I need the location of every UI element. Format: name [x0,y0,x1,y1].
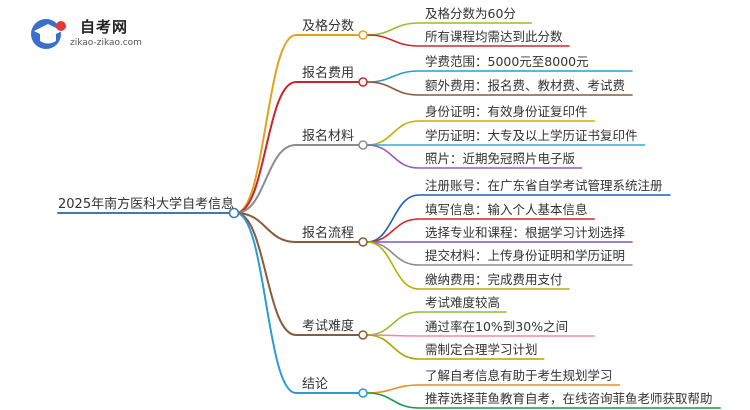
branch-label-process[interactable]: 报名流程 [302,225,354,241]
branch-label-materials[interactable]: 报名材料 [302,128,354,144]
leaf-connector [366,384,420,394]
root-node[interactable] [228,207,240,219]
connector-difficulty [235,212,297,336]
leaf-node-label[interactable]: 推荐选择菲鱼教育自考，在线咨询菲鱼老师获取帮助 [425,391,713,406]
leaf-node-label[interactable]: 及格分数为60分 [425,6,516,21]
connector-fees [235,81,297,214]
leaf-connector [366,241,420,290]
leaf-node-label[interactable]: 所有课程均需达到此分数 [425,29,563,44]
leaf-connector [366,144,420,169]
logo-title: 自考网 [80,18,129,36]
leaf-connector [366,392,420,409]
leaf-node-label[interactable]: 了解自考信息有助于考生规划学习 [425,368,613,383]
logo-subtitle: zikao-zikao.com [70,38,142,48]
branch-node-process[interactable] [358,237,368,247]
branch-node-difficulty[interactable] [358,330,368,340]
branch-label-fees[interactable]: 报名费用 [302,65,354,81]
leaf-node-label[interactable]: 通过率在10%到30%之间 [425,319,568,334]
leaf-connector [366,334,420,360]
leaf-connector [366,22,420,36]
root-label[interactable]: 2025年南方医科大学自考信息 [58,196,234,212]
leaf-node-label[interactable]: 身份证明：有效身份证复印件 [425,104,588,119]
leaf-node-label[interactable]: 额外费用：报名费、教材费、考试费 [425,78,625,93]
leaf-node-label[interactable]: 缴纳费用：完成费用支付 [425,272,563,287]
site-logo[interactable]: 自考网 zikao-zikao.com [28,14,168,54]
leaf-connector [366,70,420,83]
connector-process [235,212,297,243]
leaf-node-label[interactable]: 照片：近期免冠照片电子版 [425,151,576,166]
leaf-node-label[interactable]: 学历证明：大专及以上学历证书复印件 [425,128,638,143]
leaf-node-label[interactable]: 选择专业和课程：根据学习计划选择 [425,225,626,240]
leaf-node-label[interactable]: 注册账号：在广东省自学考试管理系统注册 [425,178,663,193]
leaf-connector [366,241,420,266]
connector-materials [235,144,297,214]
graduation-cap-icon [31,19,66,49]
branch-node-conclusion[interactable] [358,388,368,398]
leaf-connector [366,311,420,336]
leaf-node-label[interactable]: 需制定合理学习计划 [425,342,538,357]
connector-conclusion [235,212,297,394]
leaf-connector [366,218,420,243]
leaf-node-label[interactable]: 填写信息：输入个人基本信息 [425,202,588,217]
connector-passing-score [235,34,297,214]
branch-label-difficulty[interactable]: 考试难度 [302,318,354,334]
branch-label-passing-score[interactable]: 及格分数 [302,18,354,34]
leaf-node-label[interactable]: 提交材料：上传身份证明和学历证明 [425,248,625,263]
branch-node-passing-score[interactable] [358,30,368,40]
branch-node-fees[interactable] [358,77,368,87]
branch-node-materials[interactable] [358,140,368,150]
leaf-node-label[interactable]: 考试难度较高 [425,295,500,310]
leaf-node-label[interactable]: 学费范围：5000元至8000元 [425,54,589,69]
leaf-connector [366,81,420,96]
leaf-connector [366,120,420,146]
branch-label-conclusion[interactable]: 结论 [302,377,328,392]
leaf-connector [366,194,420,243]
leaf-connector [366,34,420,47]
